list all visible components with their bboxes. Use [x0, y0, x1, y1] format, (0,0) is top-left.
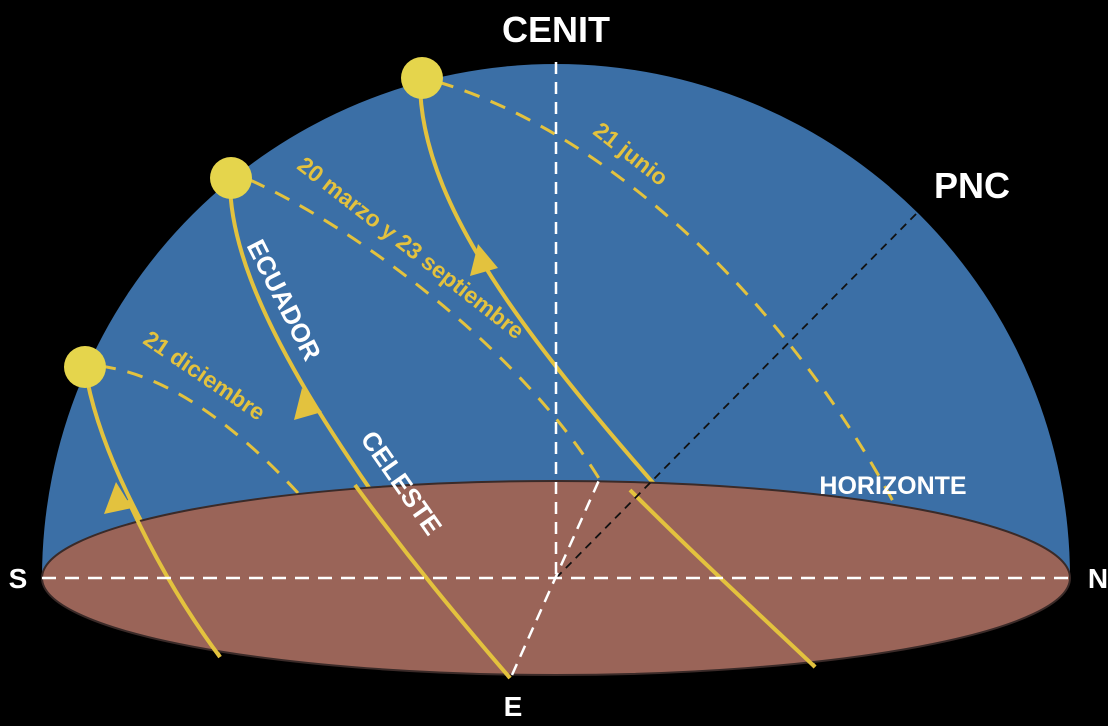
sun-path-equinox-lower — [353, 483, 512, 680]
day-arc-june — [437, 80, 897, 506]
day-arc-equinox — [249, 178, 602, 481]
arrow-december — [104, 482, 132, 514]
sun-path-december-lower — [126, 499, 222, 659]
sun-icon-june — [401, 57, 443, 99]
sky-dome — [42, 64, 1070, 578]
pole-label: PNC — [934, 165, 1010, 206]
north-label: N — [1088, 563, 1108, 594]
sun-path-june-lower — [628, 488, 817, 669]
east-label: E — [504, 691, 523, 722]
pole-axis — [555, 211, 919, 579]
arrow-june — [470, 244, 498, 276]
east-line — [510, 477, 602, 676]
sun-icon-equinox — [210, 157, 252, 199]
zenith-label: CENIT — [502, 9, 610, 50]
horizon-label: HORIZONTE — [819, 472, 966, 500]
arrow-equinox — [294, 388, 322, 420]
day-arc-december — [99, 364, 300, 495]
south-label: S — [9, 563, 28, 594]
sun-icon-december — [64, 346, 106, 388]
